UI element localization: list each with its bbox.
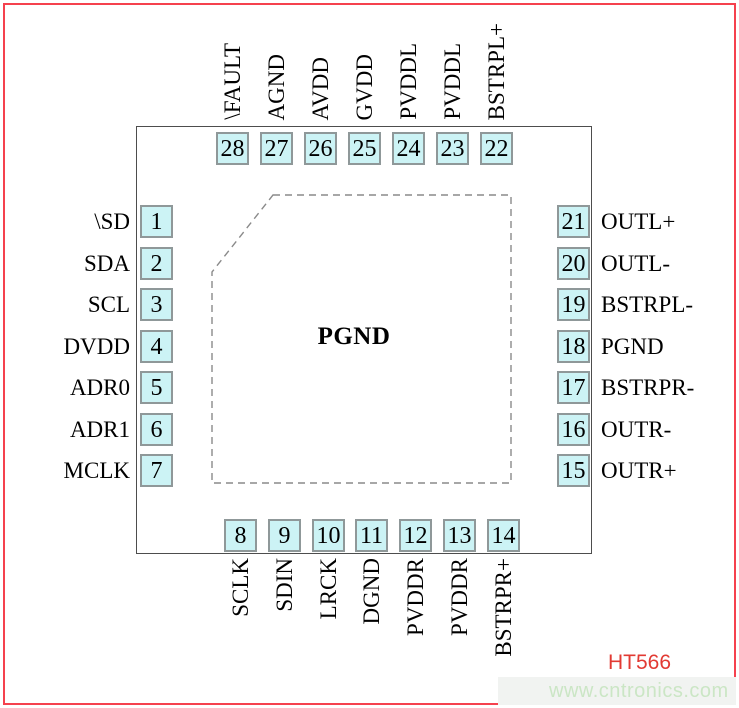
pin-box-6: 6: [140, 413, 173, 446]
thermal-pad-label: PGND: [317, 323, 391, 350]
pin-label-10: LRCK: [315, 558, 341, 620]
pin-box-5: 5: [140, 371, 173, 404]
thermal-pad-outline: [211, 194, 512, 484]
pin-label-16: OUTR-: [601, 417, 672, 442]
pin-box-8: 8: [224, 519, 257, 552]
pin-box-7: 7: [140, 454, 173, 487]
pin-box-4: 4: [140, 330, 173, 363]
pin-label-23: PVDDL: [439, 43, 465, 120]
pin-label-13: PVDDR: [446, 558, 472, 636]
pin-box-26: 26: [304, 132, 337, 165]
pin-box-28: 28: [216, 132, 249, 165]
pin-label-2: SDA: [83, 251, 130, 276]
pin-label-7: MCLK: [63, 458, 130, 483]
pin-box-19: 19: [557, 288, 590, 321]
pin-label-4: DVDD: [63, 334, 130, 359]
pin-box-21: 21: [557, 205, 590, 238]
pin-label-5: ADR0: [69, 375, 130, 400]
pin-box-25: 25: [348, 132, 381, 165]
pin-label-3: SCL: [87, 292, 130, 317]
pin-label-25: GVDD: [351, 53, 377, 120]
pin-label-12: PVDDR: [402, 558, 428, 636]
pin-box-15: 15: [557, 454, 590, 487]
pin-label-9: SDIN: [271, 558, 297, 612]
pin-box-24: 24: [392, 132, 425, 165]
pin-label-22: BSTRPL+: [483, 22, 509, 120]
pin-box-16: 16: [557, 413, 590, 446]
pin-label-6: ADR1: [69, 417, 130, 442]
pin-label-1: \SD: [94, 209, 130, 234]
pin-box-18: 18: [557, 330, 590, 363]
pin-box-3: 3: [140, 288, 173, 321]
pin-box-22: 22: [480, 132, 513, 165]
pin-box-13: 13: [443, 519, 476, 552]
pin-label-17: BSTRPR-: [601, 375, 695, 400]
pin-box-1: 1: [140, 205, 173, 238]
pin-box-27: 27: [260, 132, 293, 165]
pin-box-9: 9: [268, 519, 301, 552]
pin-label-21: OUTL+: [601, 209, 676, 234]
pin-box-17: 17: [557, 371, 590, 404]
pin-label-18: PGND: [601, 334, 664, 359]
pin-label-27: AGND: [263, 53, 289, 120]
pin-label-15: OUTR+: [601, 458, 677, 483]
pin-box-20: 20: [557, 247, 590, 280]
pin-label-20: OUTL-: [601, 251, 670, 276]
part-number: HT566: [608, 651, 672, 674]
pin-box-11: 11: [355, 519, 388, 552]
pin-box-10: 10: [312, 519, 345, 552]
pin-box-23: 23: [436, 132, 469, 165]
pin-label-26: AVDD: [307, 56, 333, 120]
watermark-band: [498, 677, 736, 705]
pin-box-12: 12: [399, 519, 432, 552]
watermark: www.cntronics.com: [549, 680, 729, 702]
pin-label-28: \FAULT: [219, 43, 245, 120]
pin-box-2: 2: [140, 247, 173, 280]
pin-label-19: BSTRPL-: [601, 292, 694, 317]
pin-label-24: PVDDL: [395, 43, 421, 120]
pin-label-11: DGND: [358, 558, 384, 625]
pin-box-14: 14: [487, 519, 520, 552]
pin-label-8: SCLK: [227, 558, 253, 617]
